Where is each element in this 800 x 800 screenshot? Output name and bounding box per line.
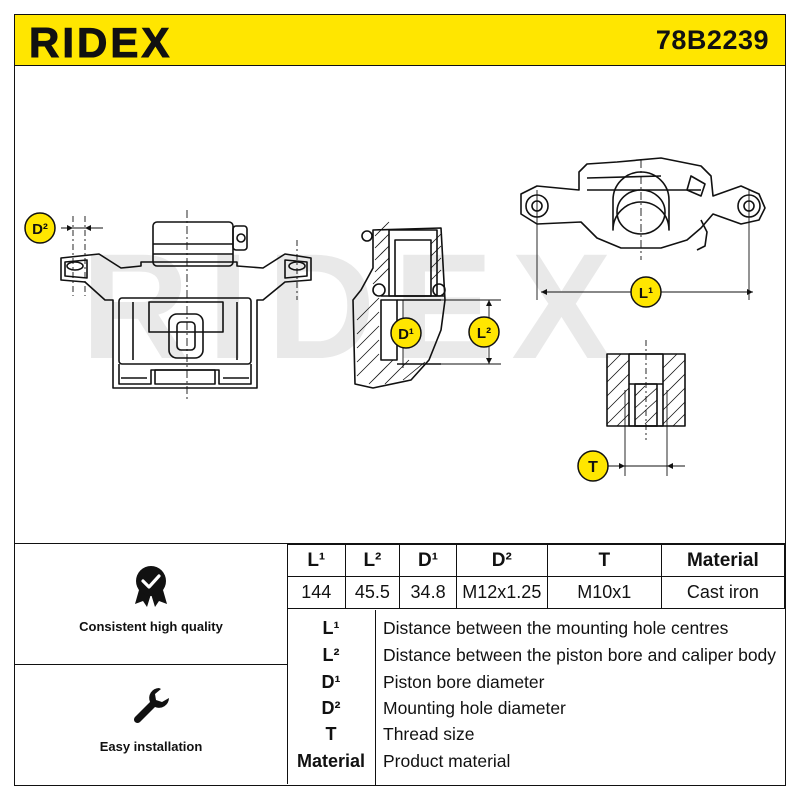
legend-divider [375, 610, 376, 785]
legend-symbol: D² [321, 698, 341, 718]
spec-header-material: Material [660, 544, 786, 577]
specs-value-row: 144 45.5 34.8 M12x1.25 M10x1 Cast iron [287, 576, 786, 609]
spec-header-d2: D² [455, 544, 548, 577]
badge-l1: L¹ [630, 276, 662, 308]
legend-symbol: T [325, 724, 337, 744]
badge-l2-label: L² [477, 325, 491, 342]
feature-quality: Consistent high quality [15, 564, 287, 634]
legend-description: Product material [383, 751, 511, 771]
spec-header-l1: L¹ [287, 544, 346, 577]
spec-value-d1: 34.8 [399, 576, 457, 609]
part-number: 78B2239 [655, 25, 769, 55]
badge-t: T [577, 450, 609, 482]
spec-value-l1: 144 [287, 576, 346, 609]
spec-header-d1: D¹ [399, 544, 457, 577]
legend-row-t: T Thread size [287, 724, 785, 751]
dimension-legend: L¹ Distance between the mounting hole ce… [287, 610, 785, 785]
badge-t-label: T [588, 459, 598, 476]
legend-row-material: Material Product material [287, 751, 785, 778]
legend-row-l1: L¹ Distance between the mounting hole ce… [287, 618, 785, 645]
badge-l2: L² [468, 316, 500, 348]
technical-drawing: RIDEX [24, 157, 766, 482]
spec-value-material: Cast iron [660, 576, 786, 609]
legend-description: Piston bore diameter [383, 672, 545, 692]
legend-description: Mounting hole diameter [383, 698, 566, 718]
spec-value-d2: M12x1.25 [455, 576, 548, 609]
legend-symbol: Material [296, 751, 366, 771]
badge-d1: D¹ [390, 317, 422, 349]
watermark: RIDEX [81, 222, 629, 390]
legend-row-d2: D² Mounting hole diameter [287, 698, 785, 725]
legend-row-l2: L² Distance between the piston bore and … [287, 645, 785, 672]
spec-header-t: T [546, 544, 662, 577]
technical-drawing-area: RIDEX [14, 66, 786, 544]
legend-description: Distance between the piston bore and cal… [383, 645, 777, 665]
column-divider [287, 544, 288, 784]
legend-description: Distance between the mounting hole centr… [383, 618, 729, 638]
legend-description: Thread size [383, 724, 475, 744]
legend-symbol: L² [322, 645, 340, 665]
legend-row-d1: D¹ Piston bore diameter [287, 672, 785, 699]
spec-value-l2: 45.5 [344, 576, 401, 609]
specs-table: L¹ L² D¹ D² T Material 144 45.5 34.8 M12… [287, 544, 786, 609]
quality-badge-icon [135, 566, 167, 607]
badge-d2: D² [24, 212, 56, 244]
dimension-arrows [67, 225, 753, 469]
product-info-panel: Consistent high quality Easy installatio… [14, 543, 786, 786]
spec-header-l2: L² [344, 544, 401, 577]
feature-quality-label: Consistent high quality [79, 619, 223, 634]
feature-divider [15, 664, 287, 665]
specs-header-row: L¹ L² D¹ D² T Material [287, 544, 786, 577]
legend-symbol: L¹ [322, 618, 340, 638]
wrench-icon [133, 688, 169, 724]
brand-logo-text: RIDEX [29, 19, 172, 63]
feature-install-label: Easy installation [99, 739, 203, 754]
brand-logo: RIDEX [29, 19, 172, 63]
feature-install: Easy installation [15, 684, 287, 754]
legend-symbol: D¹ [321, 672, 341, 692]
section-hatching [356, 221, 442, 385]
badge-l1-label: L¹ [639, 285, 653, 302]
header-bar: RIDEX 78B2239 [14, 14, 786, 66]
spec-value-t: M10x1 [546, 576, 662, 609]
badge-d2-label: D² [32, 221, 48, 238]
badge-d1-label: D¹ [398, 326, 414, 343]
